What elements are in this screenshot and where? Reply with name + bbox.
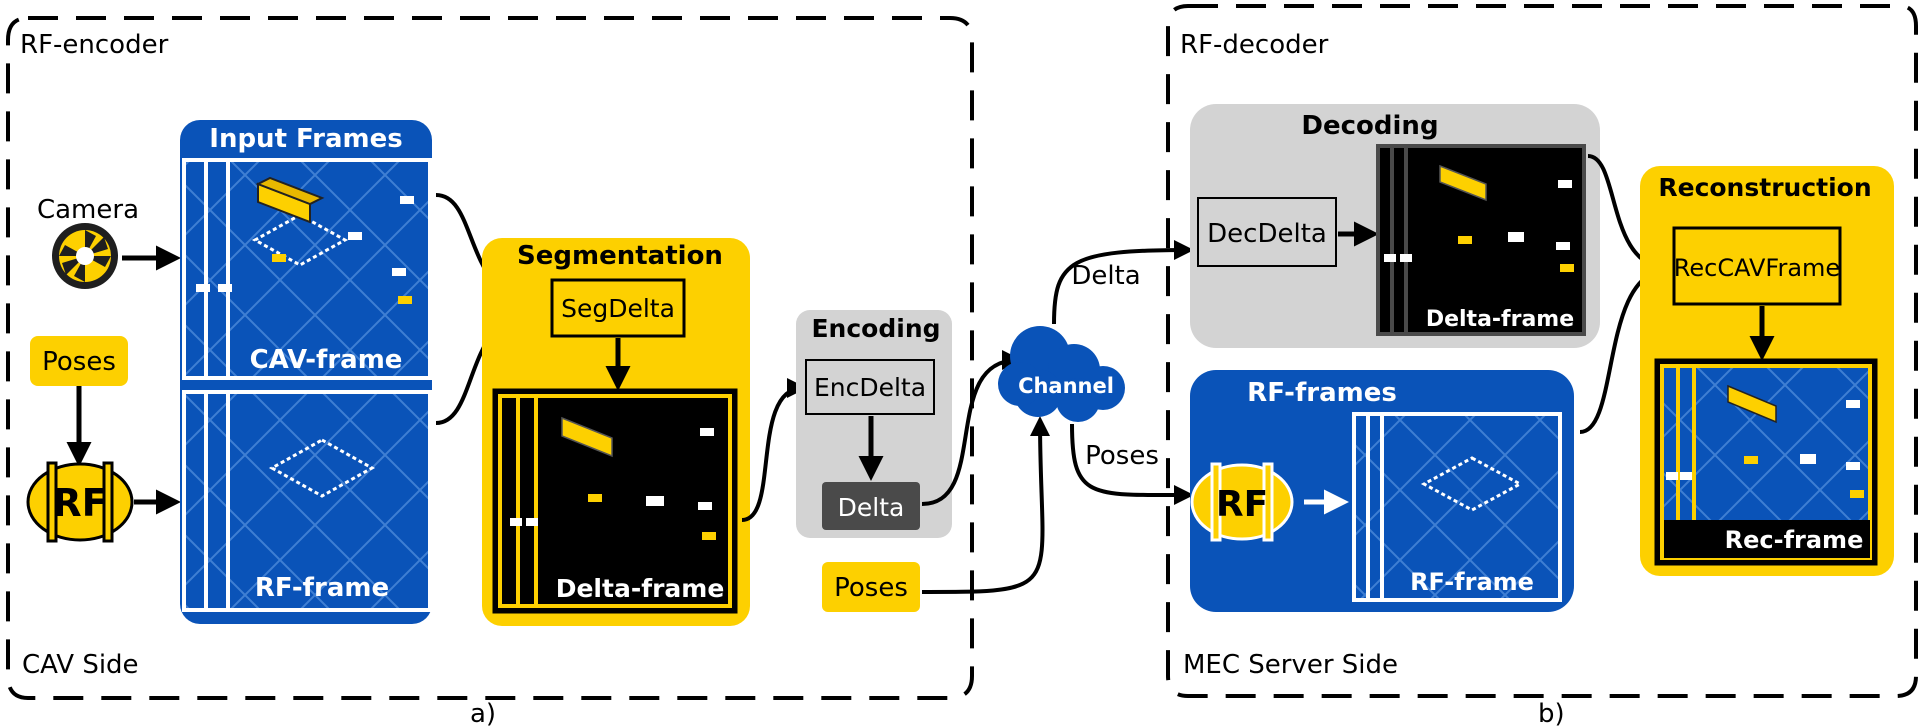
delta-output: Delta bbox=[838, 493, 905, 522]
rec-frame-stack: Rec-frame bbox=[1654, 358, 1878, 566]
reconstruction-title: Reconstruction bbox=[1658, 173, 1871, 202]
channel-cloud: Channel bbox=[998, 326, 1125, 422]
arrow-channel-to-rf-frames bbox=[1070, 423, 1194, 506]
decoder-caption: b) bbox=[1538, 699, 1565, 728]
rf-frame-stack: RF-frame bbox=[182, 390, 432, 612]
rec-frame-label: Rec-frame bbox=[1725, 526, 1864, 554]
encdelta-module: EncDelta bbox=[814, 373, 926, 402]
decoder-title: RF-decoder bbox=[1180, 30, 1329, 60]
encoder-panel: RF-encoder CAV Side a) bbox=[6, 16, 974, 728]
poses-output: Poses bbox=[822, 562, 920, 612]
channel-poses-label: Poses bbox=[1085, 441, 1159, 471]
cloud-icon bbox=[998, 326, 1125, 422]
arrow-deltaframe-to-encdelta bbox=[741, 378, 807, 522]
camera-input: Camera bbox=[37, 195, 139, 289]
encoder-side-label: CAV Side bbox=[22, 650, 139, 680]
rf-generator-icon-decoder: RF bbox=[1190, 462, 1294, 542]
encoding-block: Encoding EncDelta Delta bbox=[796, 310, 952, 538]
segdelta-module: SegDelta bbox=[561, 294, 675, 323]
poses-output-label: Poses bbox=[834, 573, 908, 603]
input-frames-block: Input Frames CAV-frame RF-frame bbox=[180, 120, 432, 624]
reconstruction-block: Reconstruction RecCAVFrame Rec-frame bbox=[1640, 166, 1894, 576]
arrow-channel-to-decdelta bbox=[1052, 240, 1194, 325]
segmentation-title: Segmentation bbox=[517, 241, 723, 271]
decdelta-module: DecDelta bbox=[1207, 219, 1327, 249]
rf-frame-label: RF-frame bbox=[255, 573, 389, 603]
decoded-delta-frame-label: Delta-frame bbox=[1426, 307, 1574, 332]
delta-frame-label: Delta-frame bbox=[556, 574, 725, 603]
decoding-block: Decoding DecDelta Delta-frame bbox=[1190, 104, 1600, 348]
decoded-delta-frame-stack: Delta-frame bbox=[1376, 144, 1586, 336]
poses-input-label: Poses bbox=[42, 347, 116, 377]
channel-label: Channel bbox=[1018, 374, 1114, 398]
encoding-title: Encoding bbox=[811, 314, 940, 343]
reccavframe-module: RecCAVFrame bbox=[1674, 254, 1840, 282]
rf-frame-decoder-stack: RF-frame bbox=[1352, 412, 1562, 602]
segmentation-block: Segmentation SegDelta Delta-frame bbox=[482, 238, 750, 626]
rf-frames-badge: RF bbox=[1216, 484, 1268, 525]
decoder-panel: RF-decoder MEC Server Side b) bbox=[1166, 4, 1918, 728]
rf-generator-icon: RF bbox=[26, 461, 134, 543]
rf-badge-label: RF bbox=[52, 481, 107, 525]
camera-label: Camera bbox=[37, 195, 139, 225]
rf-frames-block: RF-frames RF RF-frame bbox=[1190, 370, 1574, 612]
rf-frames-title: RF-frames bbox=[1247, 378, 1397, 408]
channel-delta-label: Delta bbox=[1071, 261, 1140, 291]
decoding-title: Decoding bbox=[1301, 111, 1438, 141]
cav-frame-stack: CAV-frame bbox=[182, 158, 432, 380]
arrow-delta-to-channel bbox=[921, 350, 1022, 506]
decoder-side-label: MEC Server Side bbox=[1183, 650, 1398, 680]
input-frames-title: Input Frames bbox=[209, 124, 402, 154]
bus-icon bbox=[255, 176, 325, 224]
encoder-title: RF-encoder bbox=[20, 30, 169, 60]
camera-icon bbox=[52, 223, 118, 289]
cav-frame-label: CAV-frame bbox=[250, 345, 403, 375]
delta-frame-stack: Delta-frame bbox=[492, 388, 738, 614]
poses-input: Poses bbox=[30, 336, 128, 386]
encoder-caption: a) bbox=[470, 699, 496, 728]
arrow-poses-to-channel bbox=[921, 416, 1051, 594]
rf-frame-decoder-label: RF-frame bbox=[1410, 568, 1534, 596]
